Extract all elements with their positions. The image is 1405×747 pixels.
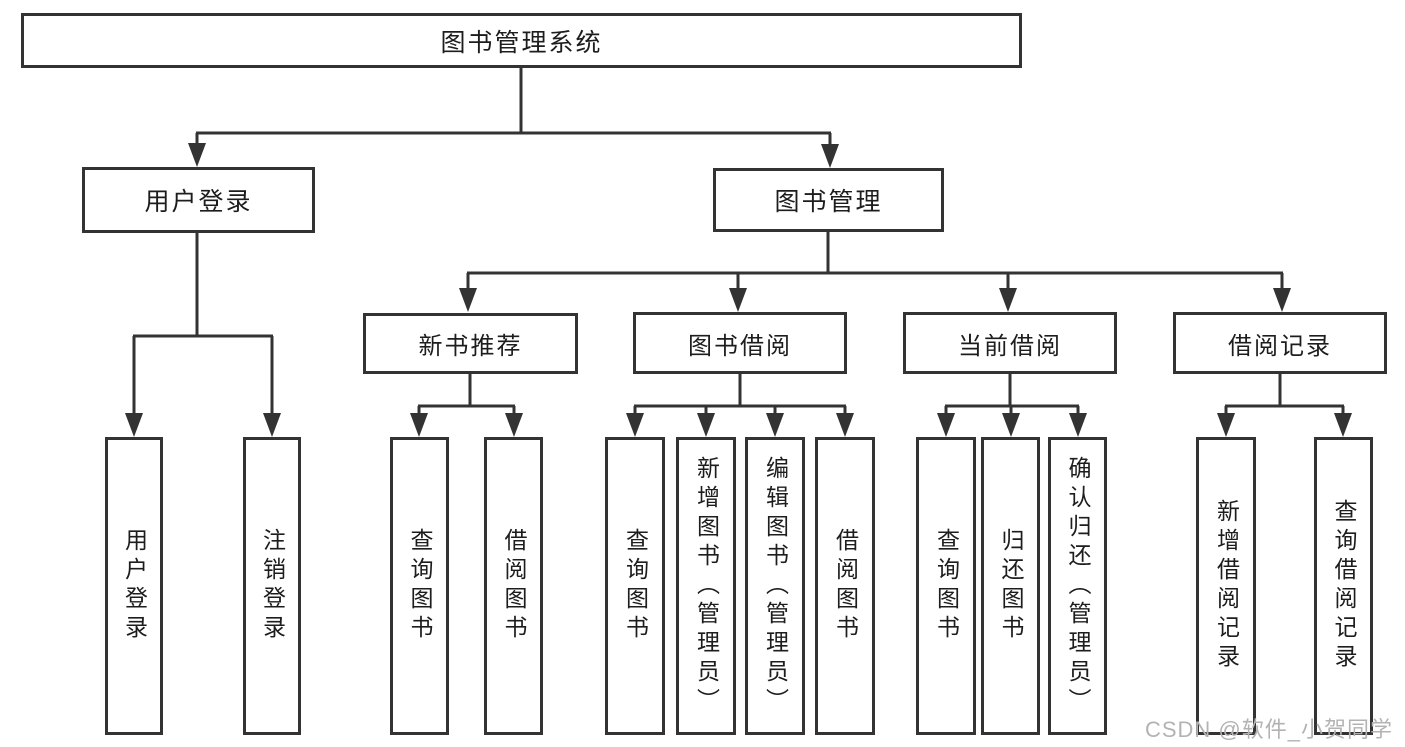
- leaf-newbook-borrow-label: 借阅图书: [501, 528, 527, 644]
- node-user-login: 用户登录: [82, 167, 315, 233]
- leaf-borrow-add: 新增图书（管理员）: [676, 437, 736, 735]
- node-borrow-record: 借阅记录: [1173, 312, 1387, 374]
- node-book-borrow-label: 图书借阅: [688, 332, 792, 360]
- leaf-current-query: 查询图书: [916, 437, 976, 735]
- leaf-current-return-label: 归还图书: [998, 528, 1024, 644]
- node-book-borrow: 图书借阅: [633, 312, 847, 374]
- leaf-borrow-borrow-label: 借阅图书: [832, 528, 859, 644]
- node-current-borrow: 当前借阅: [903, 312, 1117, 374]
- node-root-label: 图书管理系统: [440, 28, 603, 57]
- node-book-mgmt: 图书管理: [713, 168, 944, 232]
- leaf-current-confirm-label: 确认归还（管理员）: [1065, 455, 1091, 717]
- leaf-record-add: 新增借阅记录: [1196, 437, 1256, 735]
- node-user-login-label: 用户登录: [144, 188, 253, 216]
- leaf-record-query-label: 查询借阅记录: [1331, 499, 1357, 673]
- leaf-user-login-label: 用户登录: [121, 528, 148, 644]
- leaf-borrow-add-label: 新增图书（管理员）: [693, 455, 720, 717]
- leaf-borrow-query-label: 查询图书: [622, 528, 649, 644]
- node-book-mgmt-label: 图书管理: [774, 188, 883, 216]
- leaf-current-query-label: 查询图书: [933, 528, 960, 644]
- leaf-newbook-borrow: 借阅图书: [484, 437, 543, 735]
- node-borrow-record-label: 借阅记录: [1228, 332, 1332, 360]
- leaf-logout: 注销登录: [243, 437, 301, 735]
- leaf-record-add-label: 新增借阅记录: [1213, 499, 1240, 673]
- leaf-newbook-query-label: 查询图书: [407, 528, 433, 644]
- node-root: 图书管理系统: [21, 13, 1022, 68]
- leaf-borrow-edit: 编辑图书（管理员）: [745, 437, 805, 735]
- leaf-borrow-edit-label: 编辑图书（管理员）: [762, 455, 789, 717]
- watermark: CSDN @软件_小贺同学: [1144, 717, 1393, 742]
- leaf-record-query: 查询借阅记录: [1314, 437, 1373, 735]
- leaf-user-login: 用户登录: [105, 437, 163, 735]
- leaf-newbook-query: 查询图书: [390, 437, 449, 735]
- leaf-current-confirm: 确认归还（管理员）: [1048, 437, 1107, 735]
- node-current-borrow-label: 当前借阅: [958, 332, 1062, 360]
- leaf-logout-label: 注销登录: [259, 528, 286, 644]
- leaf-borrow-query: 查询图书: [605, 437, 665, 735]
- leaf-borrow-borrow: 借阅图书: [815, 437, 875, 735]
- node-new-book: 新书推荐: [363, 313, 578, 374]
- node-new-book-label: 新书推荐: [418, 333, 523, 360]
- leaf-current-return: 归还图书: [981, 437, 1040, 735]
